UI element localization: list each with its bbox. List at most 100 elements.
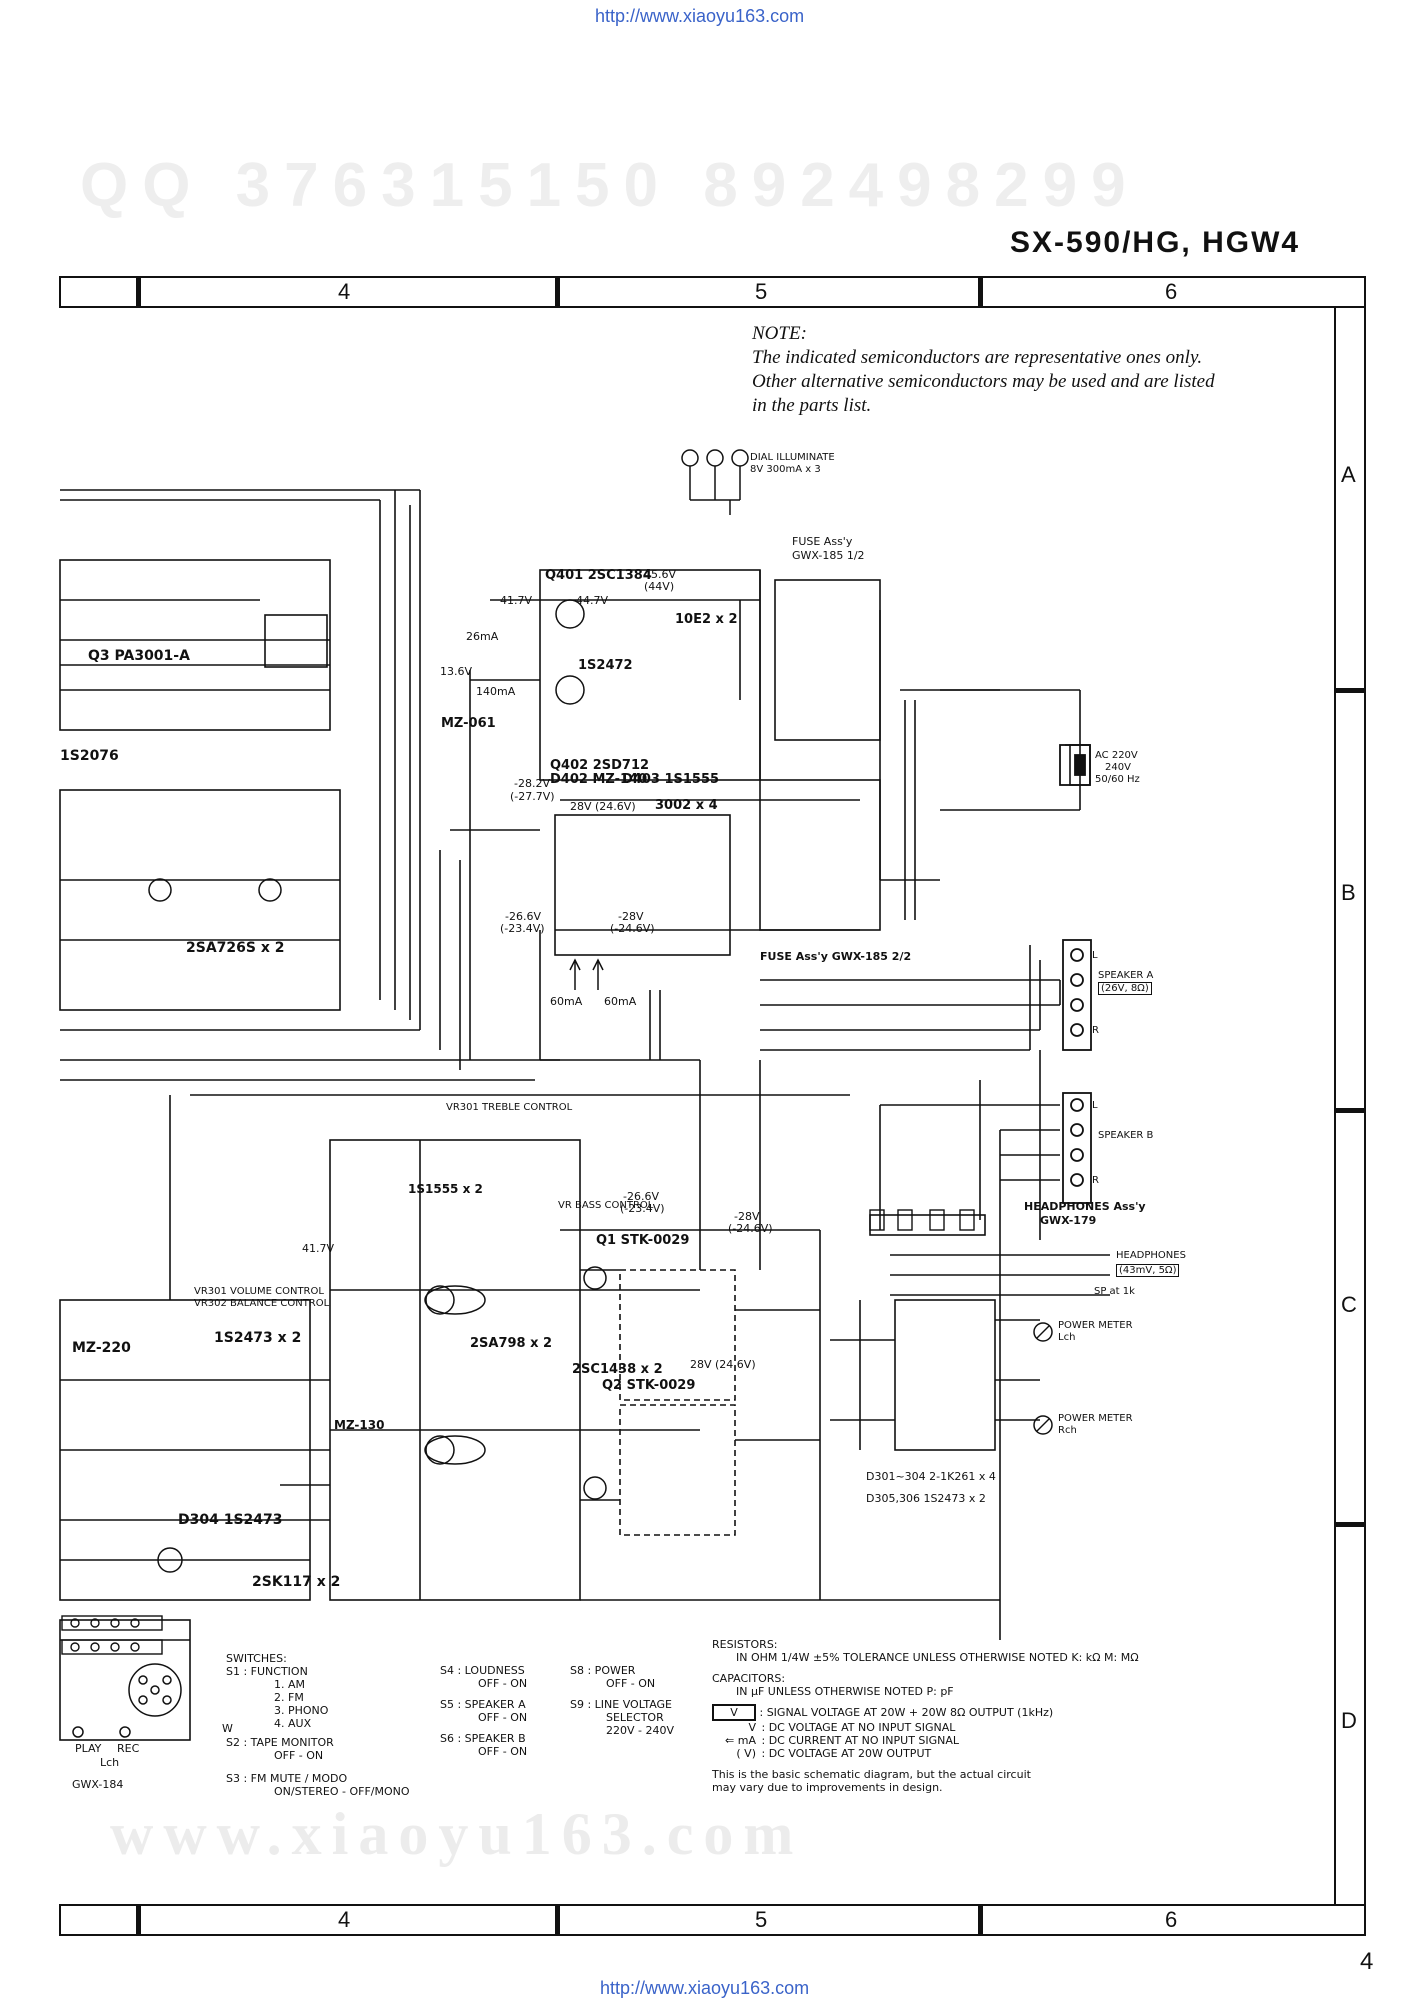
v-28-pos-b: 28V (24.6V) bbox=[690, 1358, 756, 1371]
selector-switches bbox=[869, 1209, 975, 1231]
bottom-tick-1 bbox=[136, 1905, 141, 1935]
ac-voltage: AC 220V bbox=[1095, 750, 1138, 761]
url-top[interactable]: http://www.xiaoyu163.com bbox=[595, 6, 805, 26]
power-meter-l: POWER METER bbox=[1058, 1320, 1133, 1331]
url-bottom[interactable]: http://www.xiaoyu163.com bbox=[600, 1978, 810, 1998]
q401-label: Q401 2SC1384 bbox=[545, 568, 652, 583]
note-line-2: Other alternative semiconductors may be … bbox=[752, 371, 1215, 392]
jack-rows bbox=[61, 1615, 163, 1655]
note-line-3: in the parts list. bbox=[752, 395, 872, 416]
fuse-assy-1-part: GWX-185 1/2 bbox=[792, 549, 865, 562]
col-4-bottom: 4 bbox=[338, 1907, 351, 1932]
note-block: NOTE: The indicated semiconductors are r… bbox=[752, 322, 1215, 418]
switches-title: SWITCHES: bbox=[226, 1652, 287, 1665]
legend-row-signal: V : SIGNAL VOLTAGE AT 20W + 20W 8Ω OUTPU… bbox=[712, 1704, 1139, 1721]
legend-sym-ma: ⇐ mA bbox=[712, 1734, 758, 1747]
legend-row-ma: ⇐ mA : DC CURRENT AT NO INPUT SIGNAL bbox=[712, 1734, 1139, 1747]
col-6-top: 6 bbox=[1165, 279, 1178, 304]
w-label: W bbox=[222, 1722, 233, 1735]
legend-capacitors: CAPACITORS: bbox=[712, 1672, 786, 1685]
sp-at: SP at 1k bbox=[1094, 1286, 1135, 1297]
vr-volume: VR301 VOLUME CONTROL bbox=[194, 1286, 324, 1297]
tape-connector bbox=[72, 1663, 182, 1738]
s3-value: ON/STEREO - OFF/MONO bbox=[274, 1785, 410, 1798]
ac-frequency: 50/60 Hz bbox=[1095, 774, 1140, 785]
bottom-tick-2 bbox=[555, 1905, 560, 1935]
headphones-part: GWX-179 bbox=[1040, 1214, 1097, 1227]
s8-value: OFF - ON bbox=[606, 1677, 656, 1690]
ac-voltage-2: 240V bbox=[1105, 762, 1131, 773]
col-5-top: 5 bbox=[755, 279, 768, 304]
s1-item-3: 3. PHONO bbox=[274, 1704, 329, 1717]
i-140ma: 140mA bbox=[476, 685, 516, 698]
s5-value: OFF - ON bbox=[478, 1711, 528, 1724]
legend-row-v20: ( V) : DC VOLTAGE AT 20W OUTPUT bbox=[712, 1747, 1139, 1760]
v-26-6b: -26.6V bbox=[623, 1190, 659, 1203]
rec-jack-label: REC bbox=[117, 1742, 140, 1755]
speaker-a-imp: (26V, 8Ω) bbox=[1098, 982, 1152, 995]
v-44-7: 44.7V bbox=[576, 594, 609, 607]
current-arrows bbox=[569, 958, 604, 990]
v-24-6: (-24.6V) bbox=[610, 922, 655, 935]
legend-sym-signal: V bbox=[712, 1704, 756, 1721]
row-c: C bbox=[1341, 1292, 1357, 1317]
col-6-bottom: 6 bbox=[1165, 1907, 1178, 1932]
d404-label: 1S2472 bbox=[578, 658, 633, 673]
v-24-6b: (-24.6V) bbox=[728, 1222, 773, 1235]
mz220-label: MZ-220 bbox=[72, 1340, 131, 1356]
power-meter-r-ch: Rch bbox=[1058, 1425, 1077, 1436]
s9-label: S9 : LINE VOLTAGE bbox=[570, 1698, 673, 1711]
legend-basic-1: This is the basic schematic diagram, but… bbox=[712, 1768, 1031, 1781]
col-4-top: 4 bbox=[338, 279, 351, 304]
v-44: (44V) bbox=[644, 580, 675, 593]
switches-block-3: S8 : POWER OFF - ON S9 : LINE VOLTAGE SE… bbox=[570, 1664, 674, 1737]
s8-label: S8 : POWER bbox=[570, 1664, 636, 1677]
speaker-a-label: SPEAKER A bbox=[1098, 970, 1154, 981]
s1-item-1: 1. AM bbox=[274, 1678, 306, 1691]
headphones-assy: HEADPHONES Ass'y bbox=[1024, 1200, 1146, 1213]
model-title: SX-590/HG, HGW4 bbox=[1010, 226, 1301, 259]
q3-label: Q3 PA3001-A bbox=[88, 648, 190, 664]
dial-lamps bbox=[681, 449, 749, 515]
s4-value: OFF - ON bbox=[478, 1677, 528, 1690]
s6-label: S6 : SPEAKER B bbox=[440, 1732, 526, 1745]
speaker-terminals bbox=[1062, 939, 1092, 1204]
mz130-label: MZ-130 bbox=[334, 1418, 385, 1432]
right-tick-1 bbox=[1335, 688, 1365, 693]
d-1s1555: 1S1555 x 2 bbox=[408, 1182, 483, 1196]
q-2sa798: 2SA798 x 2 bbox=[470, 1336, 553, 1351]
l-a1: L bbox=[1092, 950, 1098, 961]
d-1s2473: 1S2473 x 2 bbox=[214, 1330, 302, 1346]
vr-balance: VR302 BALANCE CONTROL bbox=[194, 1298, 330, 1309]
d-1s2473c: D305,306 1S2473 x 2 bbox=[866, 1492, 986, 1505]
s4-label: S4 : LOUDNESS bbox=[440, 1664, 525, 1677]
legend-desc-ma: : DC CURRENT AT NO INPUT SIGNAL bbox=[761, 1734, 960, 1747]
top-tick-3 bbox=[978, 277, 983, 307]
power-meter-r: POWER METER bbox=[1058, 1413, 1133, 1424]
ac-plug bbox=[1059, 744, 1091, 786]
play-jack-label: PLAY bbox=[75, 1742, 102, 1755]
speaker-b-label: SPEAKER B bbox=[1098, 1130, 1154, 1141]
i-60ma-a: 60mA bbox=[550, 995, 583, 1008]
s9-value: 220V - 240V bbox=[606, 1724, 675, 1737]
v-41-7b: 41.7V bbox=[302, 1242, 335, 1255]
v-28b: -28V bbox=[734, 1210, 760, 1223]
legend-block: RESISTORS: IN OHM 1/4W ±5% TOLERANCE UNL… bbox=[712, 1638, 1139, 1794]
legend-basic-2: may vary due to improvements in design. bbox=[712, 1781, 943, 1794]
legend-resistors: RESISTORS: bbox=[712, 1638, 778, 1651]
q-2sa726: 2SA726S x 2 bbox=[186, 940, 285, 956]
v-28-neg: -28V bbox=[618, 910, 644, 923]
r-b1: R bbox=[1092, 1175, 1099, 1186]
v-41-7: 41.7V bbox=[500, 594, 533, 607]
d402-label: D402 MZ-140 bbox=[550, 772, 648, 787]
stk-q1: Q1 STK-0029 bbox=[596, 1233, 690, 1248]
d401-label: 10E2 x 2 bbox=[675, 612, 738, 627]
l-b1: L bbox=[1092, 1100, 1098, 1111]
bottom-ruler bbox=[59, 1904, 1366, 1936]
legend-desc-signal: : SIGNAL VOLTAGE AT 20W + 20W 8Ω OUTPUT … bbox=[759, 1706, 1054, 1719]
bass-control: VR BASS CONTROL bbox=[558, 1200, 654, 1211]
dial-spec: 8V 300mA x 3 bbox=[750, 464, 821, 475]
arrow-left-icon: ⇐ bbox=[725, 1734, 738, 1747]
switches-block: SWITCHES: S1 : FUNCTION 1. AM 2. FM 3. P… bbox=[226, 1652, 410, 1798]
